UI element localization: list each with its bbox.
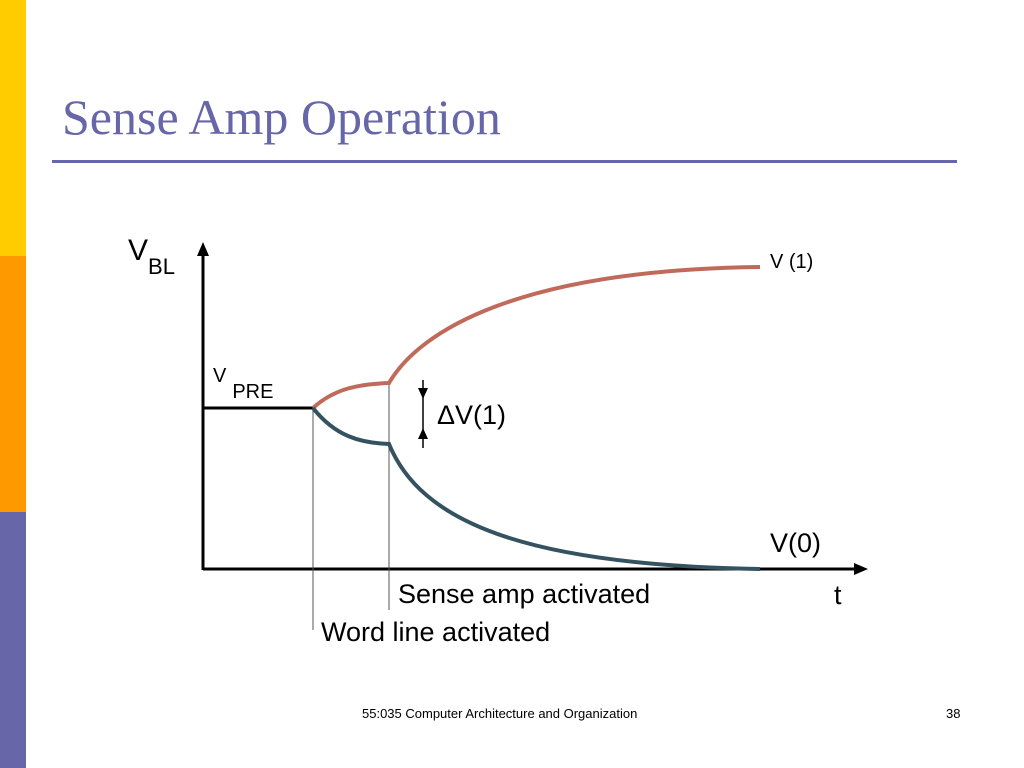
sense-amp-activated-label: Sense amp activated — [398, 579, 651, 609]
precharge-label: VPRE — [213, 365, 273, 402]
word-line-activated-label: Word line activated — [321, 617, 551, 647]
accent-stripe-purple — [0, 512, 26, 768]
bitline-low-curve — [311, 406, 761, 571]
footer-page-number: 38 — [946, 706, 961, 721]
bitline-high-curve — [311, 265, 761, 410]
title-underline — [52, 160, 957, 163]
v1-curve-label: V (1) — [770, 251, 814, 273]
delta-v-arrow-down — [418, 388, 428, 399]
y-axis-label-main: V — [128, 234, 149, 267]
footer-course: 55:035 Computer Architecture and Organiz… — [362, 706, 638, 721]
y-axis-label: VBL — [128, 234, 175, 278]
y-axis-label-subscript: BL — [148, 254, 175, 279]
precharge-label-main: V — [213, 365, 227, 387]
slide-title: Sense Amp Operation — [62, 89, 501, 145]
delta-v-arrow-up — [418, 428, 428, 439]
accent-stripe-yellow — [0, 0, 26, 256]
precharge-label-subscript: PRE — [232, 381, 274, 403]
accent-stripe-orange — [0, 256, 26, 512]
y-axis-arrowhead — [197, 242, 209, 256]
x-axis-arrowhead — [854, 563, 868, 575]
delta-v-label: ΔV(1) — [437, 400, 507, 430]
time-axis-label: t — [834, 580, 842, 610]
v0-curve-label: V(0) — [770, 528, 822, 558]
